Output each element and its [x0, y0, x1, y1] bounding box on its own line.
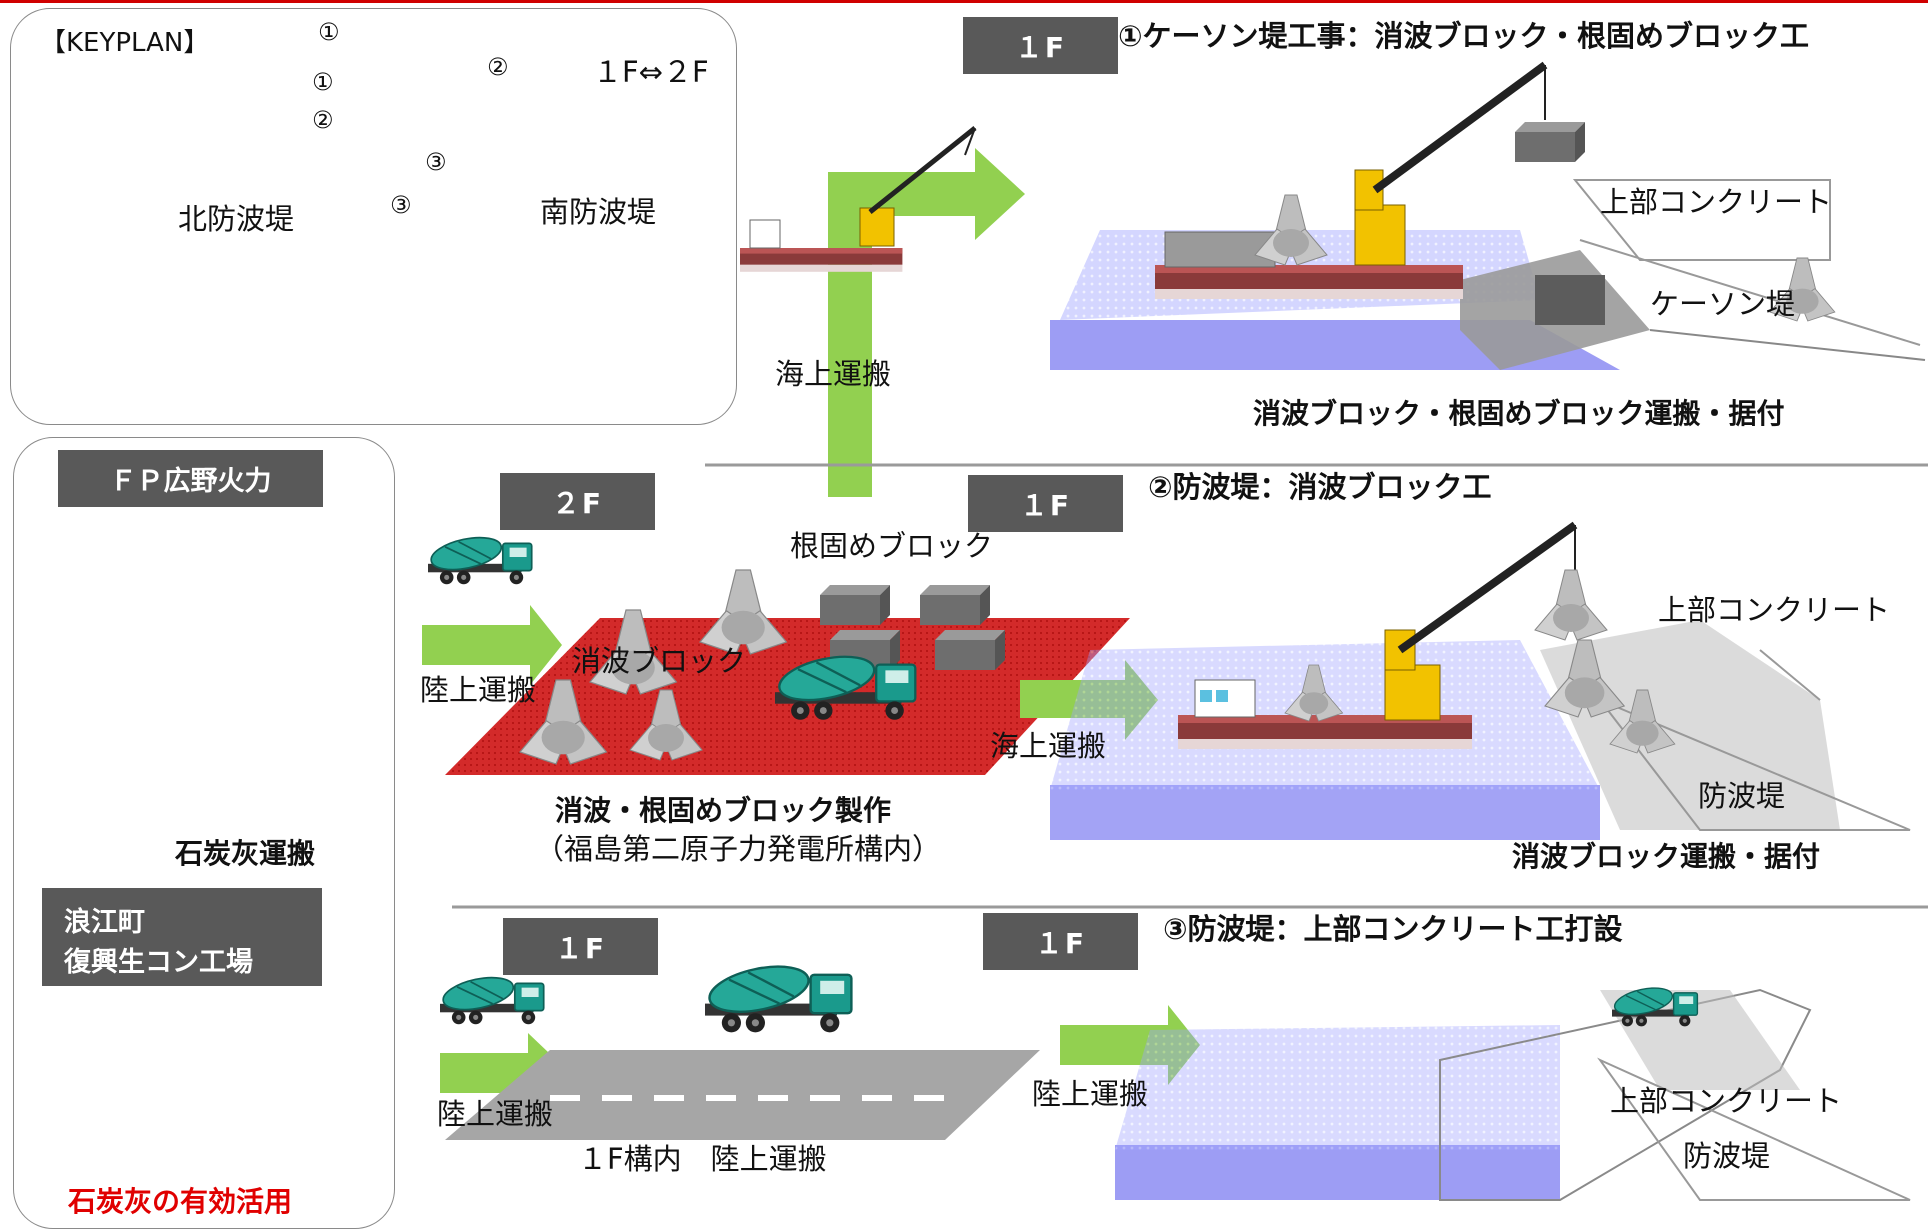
top-rule [0, 0, 1928, 3]
section3-land-transport-right: 陸上運搬 [1032, 1077, 1149, 1111]
section1-caisson-label: ケーソン堤 [1650, 287, 1796, 321]
section1-floor-badge: １F [963, 17, 1118, 74]
section2-production-location: （福島第二原子力発電所構内） [535, 832, 942, 866]
factory-line1: 浪江町 [64, 907, 145, 938]
section2-root-block-label: 根固めブロック [790, 529, 994, 563]
section2-right-scene [1050, 521, 1911, 840]
section2-floor-badge-1f: １F [968, 475, 1123, 532]
keyplan-title: 【KEYPLAN】 [40, 28, 210, 58]
keyplan-marker-3a: ③ [425, 148, 447, 176]
section2-wave-block-label: 消波ブロック [572, 644, 747, 678]
section2-land-transport-label: 陸上運搬 [420, 673, 537, 707]
section3-floor-badge-right: １F [983, 913, 1138, 970]
section2-upper-concrete-label: 上部コンクリート [1658, 593, 1891, 627]
land-transport-arrow-2 [422, 605, 562, 685]
section2-sea-transport-label: 海上運搬 [990, 729, 1107, 763]
section1-caption: 消波ブロック・根固めブロック運搬・据付 [1253, 397, 1785, 430]
section2-title: ②防波堤：消波ブロック工 [1148, 470, 1492, 504]
keyplan-panel [10, 8, 737, 425]
mixer-truck-road [703, 957, 853, 1034]
keyplan-marker-2a: ② [487, 53, 509, 81]
section3-breakwater-label: 防波堤 [1683, 1139, 1771, 1173]
road [445, 1050, 1040, 1140]
concrete-factory-badge: 浪江町 復興生コン工場 [42, 888, 322, 986]
section3-right-scene [1115, 982, 1911, 1201]
fp-plant-badge: ＦＰ広野火力 [58, 450, 323, 507]
section2-breakwater-label: 防波堤 [1698, 779, 1786, 813]
keyplan-marker-2b: ② [312, 106, 334, 134]
section3-road-caption: １F構内 陸上運搬 [578, 1142, 827, 1176]
section2-caption: 消波ブロック運搬・据付 [1512, 840, 1821, 873]
section1-title: ①ケーソン堤工事：消波ブロック・根固めブロック工 [1118, 19, 1809, 53]
sea-transport-arrow-vertical [828, 148, 1025, 497]
factory-line2: 復興生コン工場 [64, 947, 253, 978]
ash-utilization-footer: 石炭灰の有効活用 [68, 1185, 293, 1218]
section3-floor-badge-left: １F [503, 918, 658, 975]
crane-barge-top [740, 126, 977, 272]
keyplan-transfer-label: １F⇔２F [593, 55, 709, 89]
left-flow-panel [13, 437, 395, 1229]
mixer-truck-small-3 [439, 971, 545, 1026]
sea-transport-label-vertical: 海上運搬 [775, 357, 892, 391]
keyplan-north-breakwater: 北防波堤 [178, 202, 295, 236]
section2-scene [427, 531, 1130, 775]
keyplan-marker-3b: ③ [390, 191, 412, 219]
section3-title: ③防波堤：上部コンクリート工打設 [1163, 912, 1623, 946]
section1-scene [1050, 61, 1926, 370]
section3-upper-concrete-label: 上部コンクリート [1610, 1084, 1843, 1118]
section2-floor-badge-2f: ２F [500, 473, 655, 530]
section1-upper-concrete-label: 上部コンクリート [1600, 185, 1833, 219]
keyplan-marker-1a: ① [318, 18, 340, 46]
fp-plant-label: ＦＰ広野火力 [109, 466, 272, 497]
section2-production-caption: 消波・根固めブロック製作 [555, 794, 892, 827]
section3-land-transport-left: 陸上運搬 [437, 1097, 554, 1131]
ash-transport-label: 石炭灰運搬 [175, 837, 316, 870]
keyplan-south-breakwater: 南防波堤 [540, 195, 657, 229]
keyplan-marker-1b: ① [312, 68, 334, 96]
